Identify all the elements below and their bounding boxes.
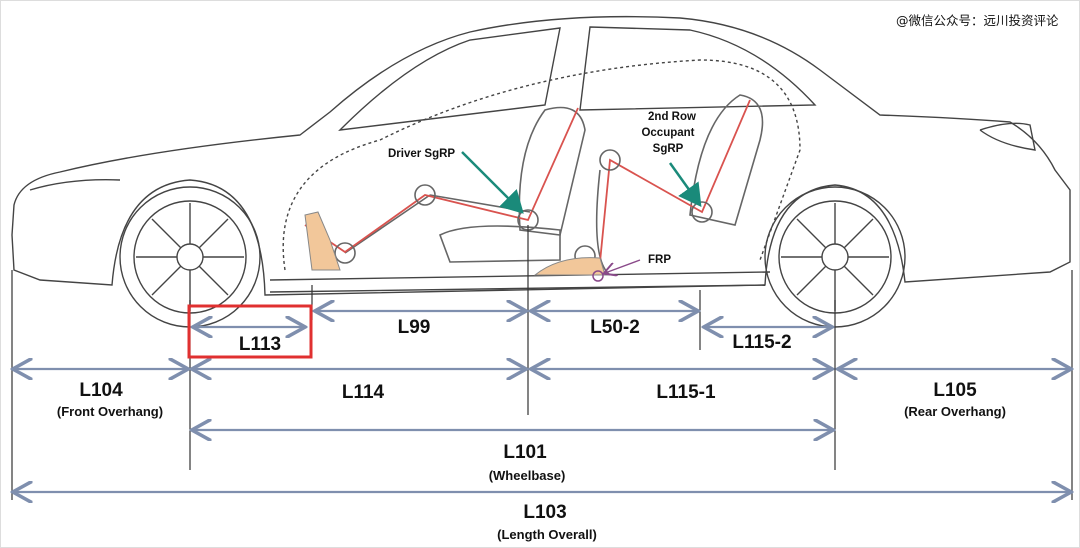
- l115-2-label: L115-2: [732, 332, 791, 353]
- l113-highlight-box: [187, 304, 313, 359]
- l114-label: L114: [342, 382, 385, 403]
- l101-label: L101: [503, 442, 547, 463]
- second-row-label-1: 2nd Row: [648, 111, 696, 123]
- l105-description: (Rear Overhang): [904, 404, 1006, 419]
- l104-description: (Front Overhang): [57, 404, 163, 419]
- l99-label: L99: [398, 317, 431, 338]
- frp-label: FRP: [648, 254, 671, 266]
- l105-label: L105: [933, 380, 977, 401]
- second-row-label-2: Occupant: [641, 127, 694, 139]
- l113-label: L113: [239, 334, 281, 355]
- occupant-manikins: [304, 94, 764, 282]
- second-row-sgrp-arrow: [668, 162, 702, 208]
- frp-arrow: [605, 259, 641, 273]
- dimension-lines: [15, 311, 1069, 492]
- l115-1-label: L115-1: [656, 382, 716, 403]
- l50-2-label: L50-2: [590, 317, 640, 338]
- driver-sgrp-label: Driver SgRP: [388, 148, 455, 160]
- l104-label: L104: [79, 380, 123, 401]
- l103-label: L103: [523, 502, 566, 523]
- watermark: @微信公众号：远川投资评论: [896, 13, 1059, 28]
- l101-description: (Wheelbase): [489, 468, 566, 483]
- l103-description: (Length Overall): [497, 527, 597, 542]
- car-body: [11, 15, 1071, 296]
- driver-sgrp-arrow: [461, 151, 524, 214]
- second-row-label-3: SgRP: [653, 143, 684, 155]
